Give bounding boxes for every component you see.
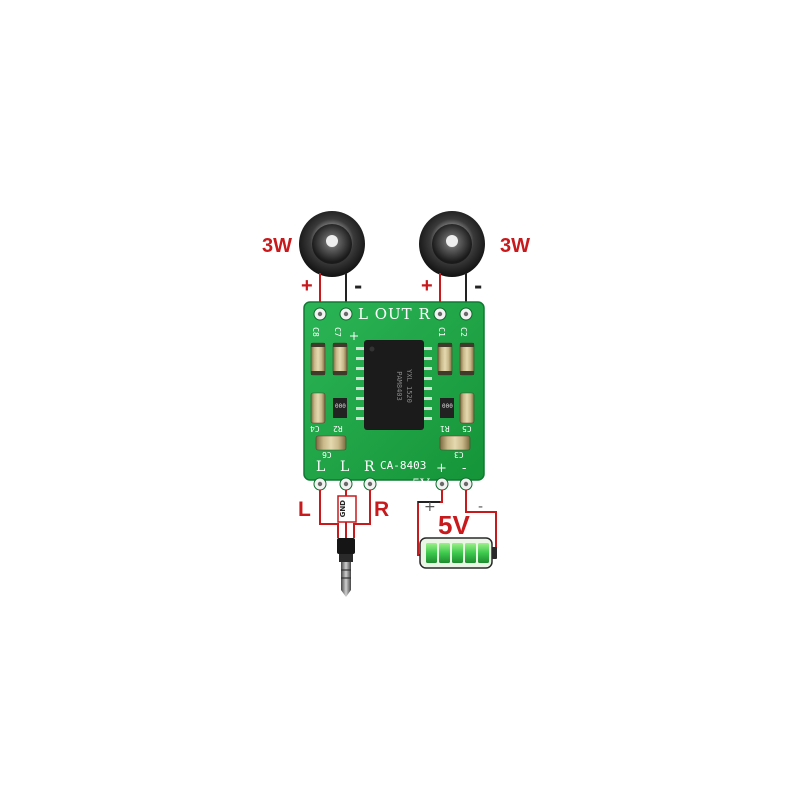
left-speaker-power-label: 3W	[262, 235, 292, 257]
right-speaker-icon	[419, 211, 485, 277]
smd-capacitors	[310, 342, 475, 451]
battery-icon	[419, 537, 497, 569]
board-power-label: 5V	[412, 477, 430, 492]
board-input-gnd-label: L	[340, 459, 350, 475]
amplifier-chip-icon	[356, 340, 432, 430]
output-pads	[313, 307, 473, 321]
left-speaker-plus-label: +	[301, 275, 313, 297]
audio-jack-icon	[337, 538, 355, 597]
cap-label-c5: C5	[462, 424, 472, 433]
resistor-code-left: 000	[335, 403, 346, 410]
cap-label-c3: C3	[454, 450, 464, 459]
audio-gnd-label: GND	[339, 500, 347, 518]
right-speaker-power-label: 3W	[500, 235, 530, 257]
smd-resistors	[333, 398, 454, 418]
power-plus-label: +	[424, 499, 436, 515]
audio-left-label: L	[298, 498, 311, 521]
audio-right-label: R	[374, 498, 390, 521]
resistor-label-r1: R1	[440, 424, 450, 433]
cap-label-c6: C6	[322, 450, 332, 459]
left-speaker-minus-label: -	[354, 274, 363, 298]
chip-marking-1: PAM8403	[395, 371, 403, 401]
power-voltage-label: 5V	[438, 510, 470, 540]
left-speaker-icon	[299, 211, 365, 277]
resistor-code-right: 000	[442, 403, 453, 410]
input-pads	[313, 477, 473, 491]
silkscreen-marks	[350, 332, 358, 340]
cap-label-c2: C2	[458, 327, 468, 337]
power-minus-label: -	[478, 499, 484, 515]
board-model-label: CA-8403	[380, 459, 427, 472]
board-input-left-label: L	[316, 459, 326, 475]
input-wires	[319, 490, 371, 538]
board-power-plus-label: +	[436, 461, 447, 476]
cap-label-c7: C7	[332, 327, 342, 337]
board-input-right-label: R	[364, 459, 375, 475]
resistor-label-r2: R2	[333, 424, 343, 433]
board-output-label: L OUT R	[358, 305, 431, 323]
cap-label-c1: C1	[436, 327, 446, 337]
cap-label-c8: C8	[310, 327, 320, 337]
right-speaker-minus-label: -	[474, 274, 483, 298]
cap-label-c4: C4	[310, 424, 320, 433]
board-power-minus-label: -	[462, 461, 467, 476]
chip-marking-2: YXL 1520	[405, 369, 413, 403]
right-speaker-plus-label: +	[421, 275, 433, 297]
